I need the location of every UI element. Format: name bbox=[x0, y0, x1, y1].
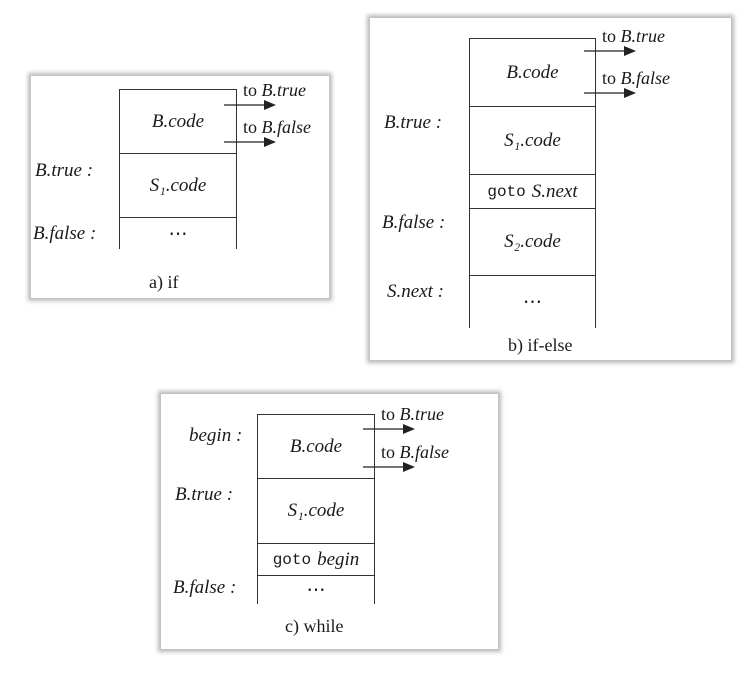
jump-to-b-false: to B.false bbox=[243, 117, 312, 137]
caption: c) while bbox=[285, 616, 344, 636]
label-b-false: B.false : bbox=[33, 223, 97, 244]
cell-s1-code: S₁.code bbox=[470, 107, 595, 175]
jump-to-b-false: to B.false bbox=[602, 68, 671, 88]
code-block: B.code S₁.code ⋯ bbox=[119, 89, 237, 249]
jump-to-b-true: to B.true bbox=[381, 404, 445, 424]
arrow-right-icon bbox=[224, 137, 276, 147]
cell-s1-code: S₁.code bbox=[258, 479, 374, 544]
jump-to-b-true: to B.true bbox=[243, 80, 307, 100]
cell-s1-code: S₁.code bbox=[120, 154, 236, 218]
caption: b) if-else bbox=[508, 335, 573, 355]
cell-b-code: B.code bbox=[258, 415, 374, 479]
cell-s2-code: S₂.code bbox=[470, 209, 595, 276]
arrow-right-icon bbox=[363, 462, 415, 472]
cell-ellipsis: ⋯ bbox=[168, 223, 188, 245]
arrow-right-icon bbox=[363, 424, 415, 434]
label-b-true: B.true : bbox=[175, 484, 234, 505]
cell-b-code: B.code bbox=[120, 90, 236, 154]
label-b-true: B.true : bbox=[384, 112, 443, 133]
cell-b-code: B.code bbox=[470, 39, 595, 107]
label-b-true: B.true : bbox=[35, 160, 94, 181]
label-s-next: S.next : bbox=[387, 281, 444, 302]
label-b-false: B.false : bbox=[173, 577, 237, 598]
arrow-right-icon bbox=[584, 46, 636, 56]
label-begin: begin : bbox=[189, 425, 243, 446]
jump-to-b-false: to B.false bbox=[381, 442, 450, 462]
label-b-false: B.false : bbox=[382, 212, 446, 233]
cell-ellipsis: ⋯ bbox=[306, 580, 326, 601]
caption: a) if bbox=[149, 272, 179, 292]
arrow-right-icon bbox=[584, 88, 636, 98]
cell-ellipsis: ⋯ bbox=[523, 292, 542, 313]
arrow-right-icon bbox=[224, 100, 276, 110]
jump-to-b-true: to B.true bbox=[602, 26, 666, 46]
panel-if: B.code S₁.code ⋯ B.true : B.false : to B… bbox=[31, 76, 329, 298]
